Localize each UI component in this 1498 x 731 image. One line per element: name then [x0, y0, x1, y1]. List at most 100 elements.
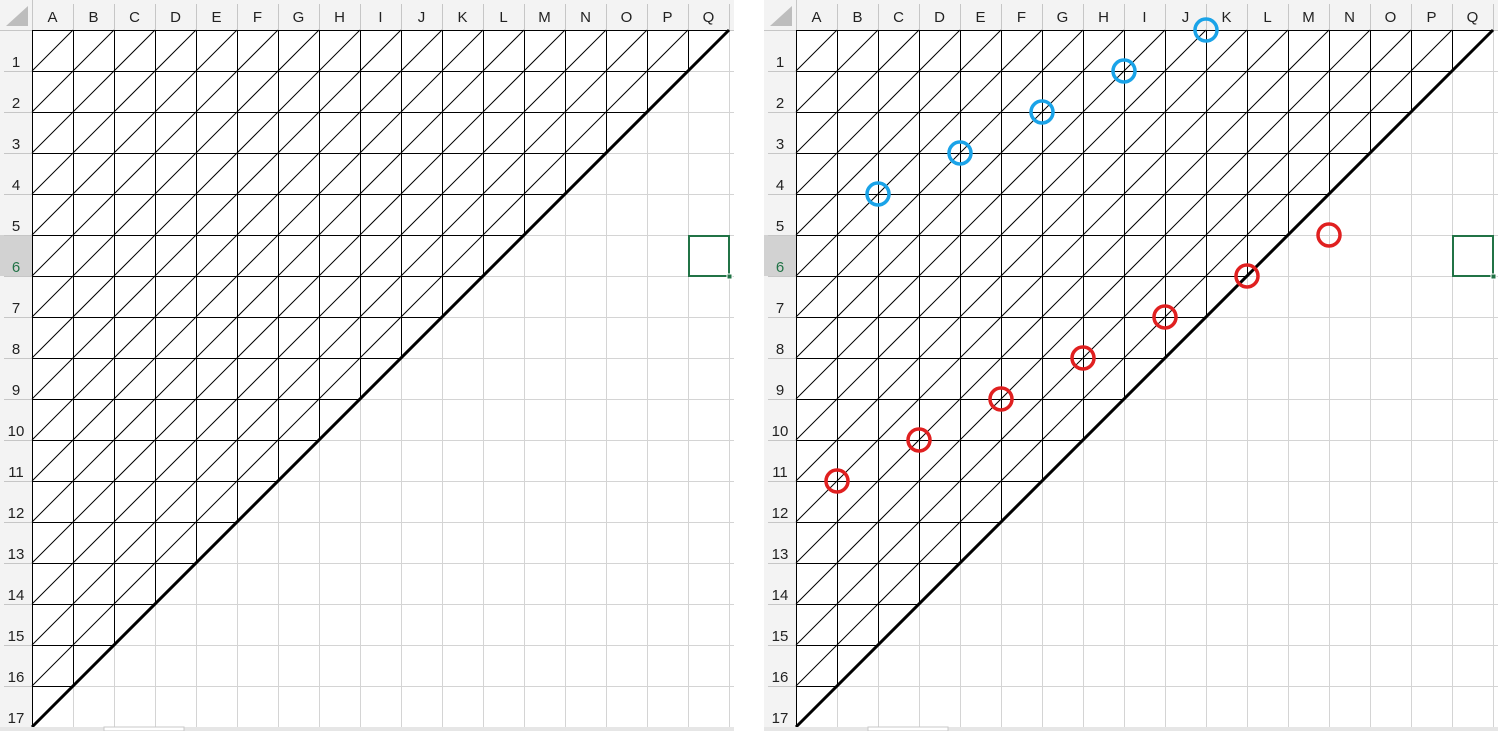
row-header-12[interactable]: 12 — [8, 505, 25, 522]
row-header-6[interactable]: 6 — [776, 259, 784, 276]
row-header-16[interactable]: 16 — [772, 669, 789, 686]
row-header-15[interactable]: 15 — [772, 628, 789, 645]
marker-circle-red — [1152, 304, 1178, 330]
column-header-k[interactable]: K — [457, 9, 467, 26]
select-all-corner[interactable] — [6, 6, 28, 26]
row-header-12[interactable]: 12 — [772, 505, 789, 522]
column-header-a[interactable]: A — [811, 9, 821, 26]
row-header-5[interactable]: 5 — [776, 218, 784, 235]
column-header-g[interactable]: G — [1057, 9, 1069, 26]
column-header-i[interactable]: I — [378, 9, 382, 26]
row-header-11[interactable]: 11 — [8, 464, 24, 481]
marker-circle-red — [1234, 263, 1260, 289]
row-header-8[interactable]: 8 — [12, 341, 20, 358]
row-header-5[interactable]: 5 — [12, 218, 20, 235]
panel-divider — [734, 0, 764, 731]
column-header-e[interactable]: E — [211, 9, 221, 26]
column-header-j[interactable]: J — [418, 9, 426, 26]
column-header-l[interactable]: L — [1263, 9, 1271, 26]
select-all-corner[interactable] — [770, 6, 792, 26]
column-header-n[interactable]: N — [1344, 9, 1355, 26]
column-header-m[interactable]: M — [538, 9, 551, 26]
row-header-1[interactable]: 1 — [12, 54, 20, 71]
row-header-11[interactable]: 11 — [772, 464, 788, 481]
column-header-bar — [0, 0, 734, 30]
selected-cell[interactable] — [688, 235, 730, 277]
marker-circle-red — [988, 386, 1014, 412]
column-header-p[interactable]: P — [662, 9, 672, 26]
column-header-e[interactable]: E — [975, 9, 985, 26]
selected-cell[interactable] — [1452, 235, 1494, 277]
column-header-bar — [764, 0, 1498, 30]
scrollbar-thumb[interactable] — [867, 726, 949, 731]
row-header-13[interactable]: 13 — [772, 546, 789, 563]
row-header-17[interactable]: 17 — [772, 710, 789, 727]
column-header-o[interactable]: O — [1385, 9, 1397, 26]
fill-handle[interactable] — [726, 273, 733, 280]
row-header-7[interactable]: 7 — [12, 300, 20, 317]
marker-circle-red — [906, 427, 932, 453]
row-header-4[interactable]: 4 — [776, 177, 784, 194]
sheet-background — [764, 0, 1498, 731]
row-header-bar — [0, 0, 32, 731]
column-header-k[interactable]: K — [1221, 9, 1231, 26]
row-header-14[interactable]: 14 — [772, 587, 789, 604]
column-header-q[interactable]: Q — [703, 9, 715, 26]
main-diagonal-line — [794, 28, 1495, 729]
row-header-15[interactable]: 15 — [8, 628, 25, 645]
row-header-6[interactable]: 6 — [12, 259, 20, 276]
column-header-j[interactable]: J — [1182, 9, 1190, 26]
row-header-4[interactable]: 4 — [12, 177, 20, 194]
column-header-n[interactable]: N — [580, 9, 591, 26]
column-header-f[interactable]: F — [253, 9, 262, 26]
column-header-q[interactable]: Q — [1467, 9, 1479, 26]
column-header-l[interactable]: L — [499, 9, 507, 26]
column-header-c[interactable]: C — [893, 9, 904, 26]
horizontal-scrollbar[interactable] — [0, 727, 734, 731]
row-header-1[interactable]: 1 — [776, 54, 784, 71]
column-header-g[interactable]: G — [293, 9, 305, 26]
scrollbar-thumb[interactable] — [103, 726, 185, 731]
row-header-2[interactable]: 2 — [776, 95, 784, 112]
row-header-3[interactable]: 3 — [776, 136, 784, 153]
row-header-10[interactable]: 10 — [772, 423, 789, 440]
row-header-14[interactable]: 14 — [8, 587, 25, 604]
column-header-h[interactable]: H — [334, 9, 345, 26]
row-header-17[interactable]: 17 — [8, 710, 25, 727]
row-header-16[interactable]: 16 — [8, 669, 25, 686]
column-header-d[interactable]: D — [934, 9, 945, 26]
column-header-i[interactable]: I — [1142, 9, 1146, 26]
row-header-2[interactable]: 2 — [12, 95, 20, 112]
column-header-m[interactable]: M — [1302, 9, 1315, 26]
column-header-o[interactable]: O — [621, 9, 633, 26]
marker-circle-red — [1070, 345, 1096, 371]
marker-circle-blue — [1193, 17, 1219, 43]
column-header-b[interactable]: B — [852, 9, 862, 26]
column-header-c[interactable]: C — [129, 9, 140, 26]
column-header-p[interactable]: P — [1426, 9, 1436, 26]
marker-circle-blue — [947, 140, 973, 166]
column-header-b[interactable]: B — [88, 9, 98, 26]
row-header-10[interactable]: 10 — [8, 423, 25, 440]
horizontal-scrollbar[interactable] — [764, 727, 1498, 731]
column-header-a[interactable]: A — [47, 9, 57, 26]
active-row-header — [764, 235, 796, 276]
column-header-f[interactable]: F — [1017, 9, 1026, 26]
row-header-bar — [764, 0, 796, 731]
row-header-7[interactable]: 7 — [776, 300, 784, 317]
row-header-9[interactable]: 9 — [776, 382, 784, 399]
marker-circle-blue — [865, 181, 891, 207]
marker-circle-blue — [1111, 58, 1137, 84]
column-header-h[interactable]: H — [1098, 9, 1109, 26]
marker-circle-red — [1316, 222, 1342, 248]
fill-handle[interactable] — [1490, 273, 1497, 280]
row-header-9[interactable]: 9 — [12, 382, 20, 399]
column-header-d[interactable]: D — [170, 9, 181, 26]
row-header-3[interactable]: 3 — [12, 136, 20, 153]
row-header-8[interactable]: 8 — [776, 341, 784, 358]
row-header-13[interactable]: 13 — [8, 546, 25, 563]
